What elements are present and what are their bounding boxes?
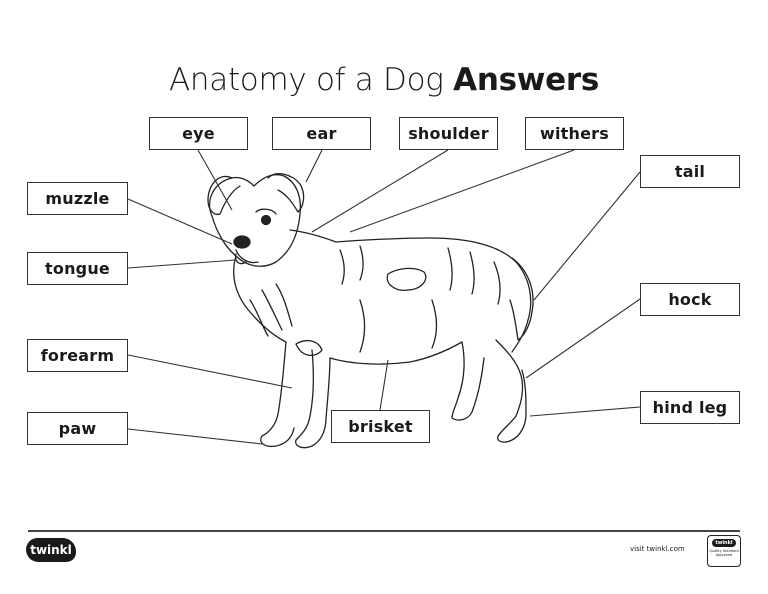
leader-forearm [128, 355, 292, 388]
dog-hind-leg-right [496, 340, 526, 442]
dog-mouth [236, 250, 258, 263]
footer-divider [28, 530, 740, 532]
quality-badge: twinkl Quality Standard Approved [707, 535, 741, 567]
twinkl-logo: twinkl [26, 538, 76, 562]
leader-hock [526, 299, 640, 378]
dog-chest-fur [250, 284, 292, 336]
leader-ear [306, 150, 322, 182]
label-eye: eye [149, 117, 248, 150]
label-muzzle: muzzle [27, 182, 128, 215]
dog-nose [234, 236, 250, 248]
leader-paw [128, 429, 262, 444]
label-tongue: tongue [27, 252, 128, 285]
leader-hind-leg [530, 407, 640, 416]
leader-lines [128, 150, 640, 444]
label-hind-leg: hind leg [640, 391, 740, 424]
dog-front-leg-right [296, 350, 330, 448]
leader-withers [350, 150, 574, 232]
dog-head [210, 175, 301, 267]
leader-shoulder [312, 150, 448, 232]
label-shoulder: shoulder [399, 117, 498, 150]
leader-brisket [380, 360, 388, 410]
label-ear: ear [272, 117, 371, 150]
dog-body [290, 230, 531, 352]
leader-tongue [128, 260, 236, 268]
dog-front-leg-left [261, 342, 294, 446]
label-forearm: forearm [27, 339, 128, 372]
dog-belly [330, 342, 462, 364]
dog-hind-leg-left [452, 342, 484, 420]
badge-logo: twinkl [712, 539, 735, 547]
label-brisket: brisket [331, 410, 430, 443]
label-withers: withers [525, 117, 624, 150]
visit-link[interactable]: visit twinkl.com [630, 545, 685, 553]
badge-text: Quality Standard Approved [708, 549, 740, 557]
dog-eye [262, 216, 271, 225]
leader-muzzle [128, 199, 232, 244]
dog-illustration [208, 174, 533, 448]
label-hock: hock [640, 283, 740, 316]
leader-tail [534, 172, 640, 300]
label-tail: tail [640, 155, 740, 188]
dog-back-patch [387, 268, 426, 290]
label-paw: paw [27, 412, 128, 445]
